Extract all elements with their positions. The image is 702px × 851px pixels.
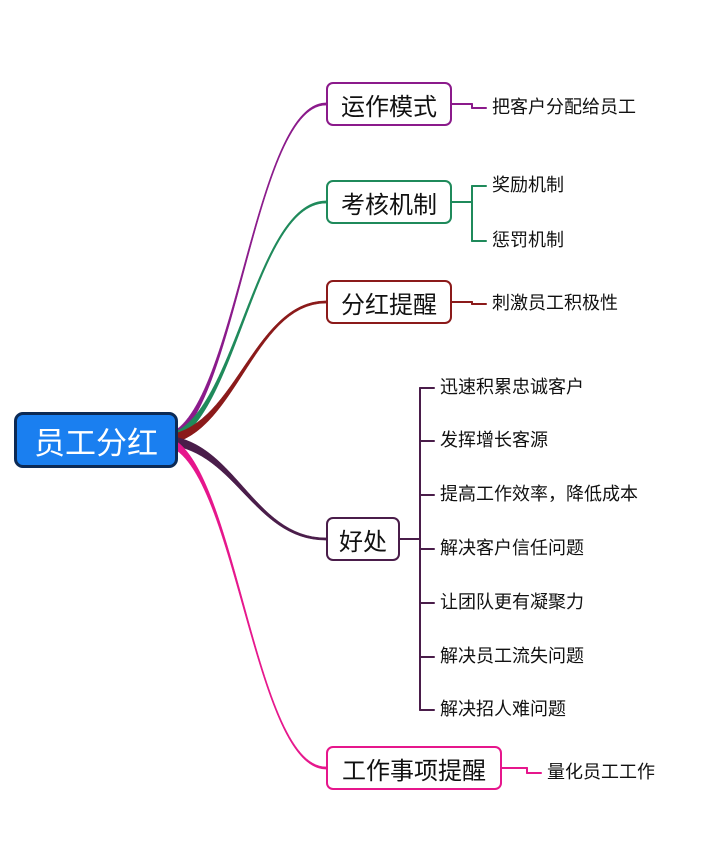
branch-node-dividend-reminder[interactable]: 分红提醒: [326, 280, 452, 324]
branch-node-operation-mode[interactable]: 运作模式: [326, 82, 452, 126]
leaf-benefit-cohesion: 让团队更有凝聚力: [440, 592, 584, 613]
branch-node-assessment[interactable]: 考核机制: [326, 180, 452, 224]
leaf-penalty-mechanism: 惩罚机制: [492, 230, 564, 251]
leaf-motivate-staff: 刺激员工积极性: [492, 293, 618, 314]
leaf-benefit-retention: 解决员工流失问题: [440, 646, 584, 667]
root-connector-2: [159, 300, 327, 445]
leaf-assign-customers: 把客户分配给员工: [492, 97, 636, 118]
leaf-benefit-grow-sources: 发挥增长客源: [440, 430, 548, 451]
leaf-benefit-trust: 解决客户信任问题: [440, 538, 584, 559]
leaf-reward-mechanism: 奖励机制: [492, 175, 564, 196]
root-node[interactable]: 员工分红: [14, 412, 178, 468]
leaf-benefit-efficiency: 提高工作效率，降低成本: [440, 484, 638, 505]
root-connector-0: [159, 102, 327, 445]
branch-node-benefits[interactable]: 好处: [326, 517, 400, 561]
leaf-benefit-hiring: 解决招人难问题: [440, 699, 566, 720]
branch-node-work-reminder[interactable]: 工作事项提醒: [326, 746, 502, 790]
leaf-benefit-loyal-customers: 迅速积累忠诚客户: [440, 377, 584, 398]
leaf-quantify-work: 量化员工工作: [547, 762, 655, 783]
root-connector-1: [159, 200, 327, 445]
root-connector-4: [159, 435, 327, 770]
